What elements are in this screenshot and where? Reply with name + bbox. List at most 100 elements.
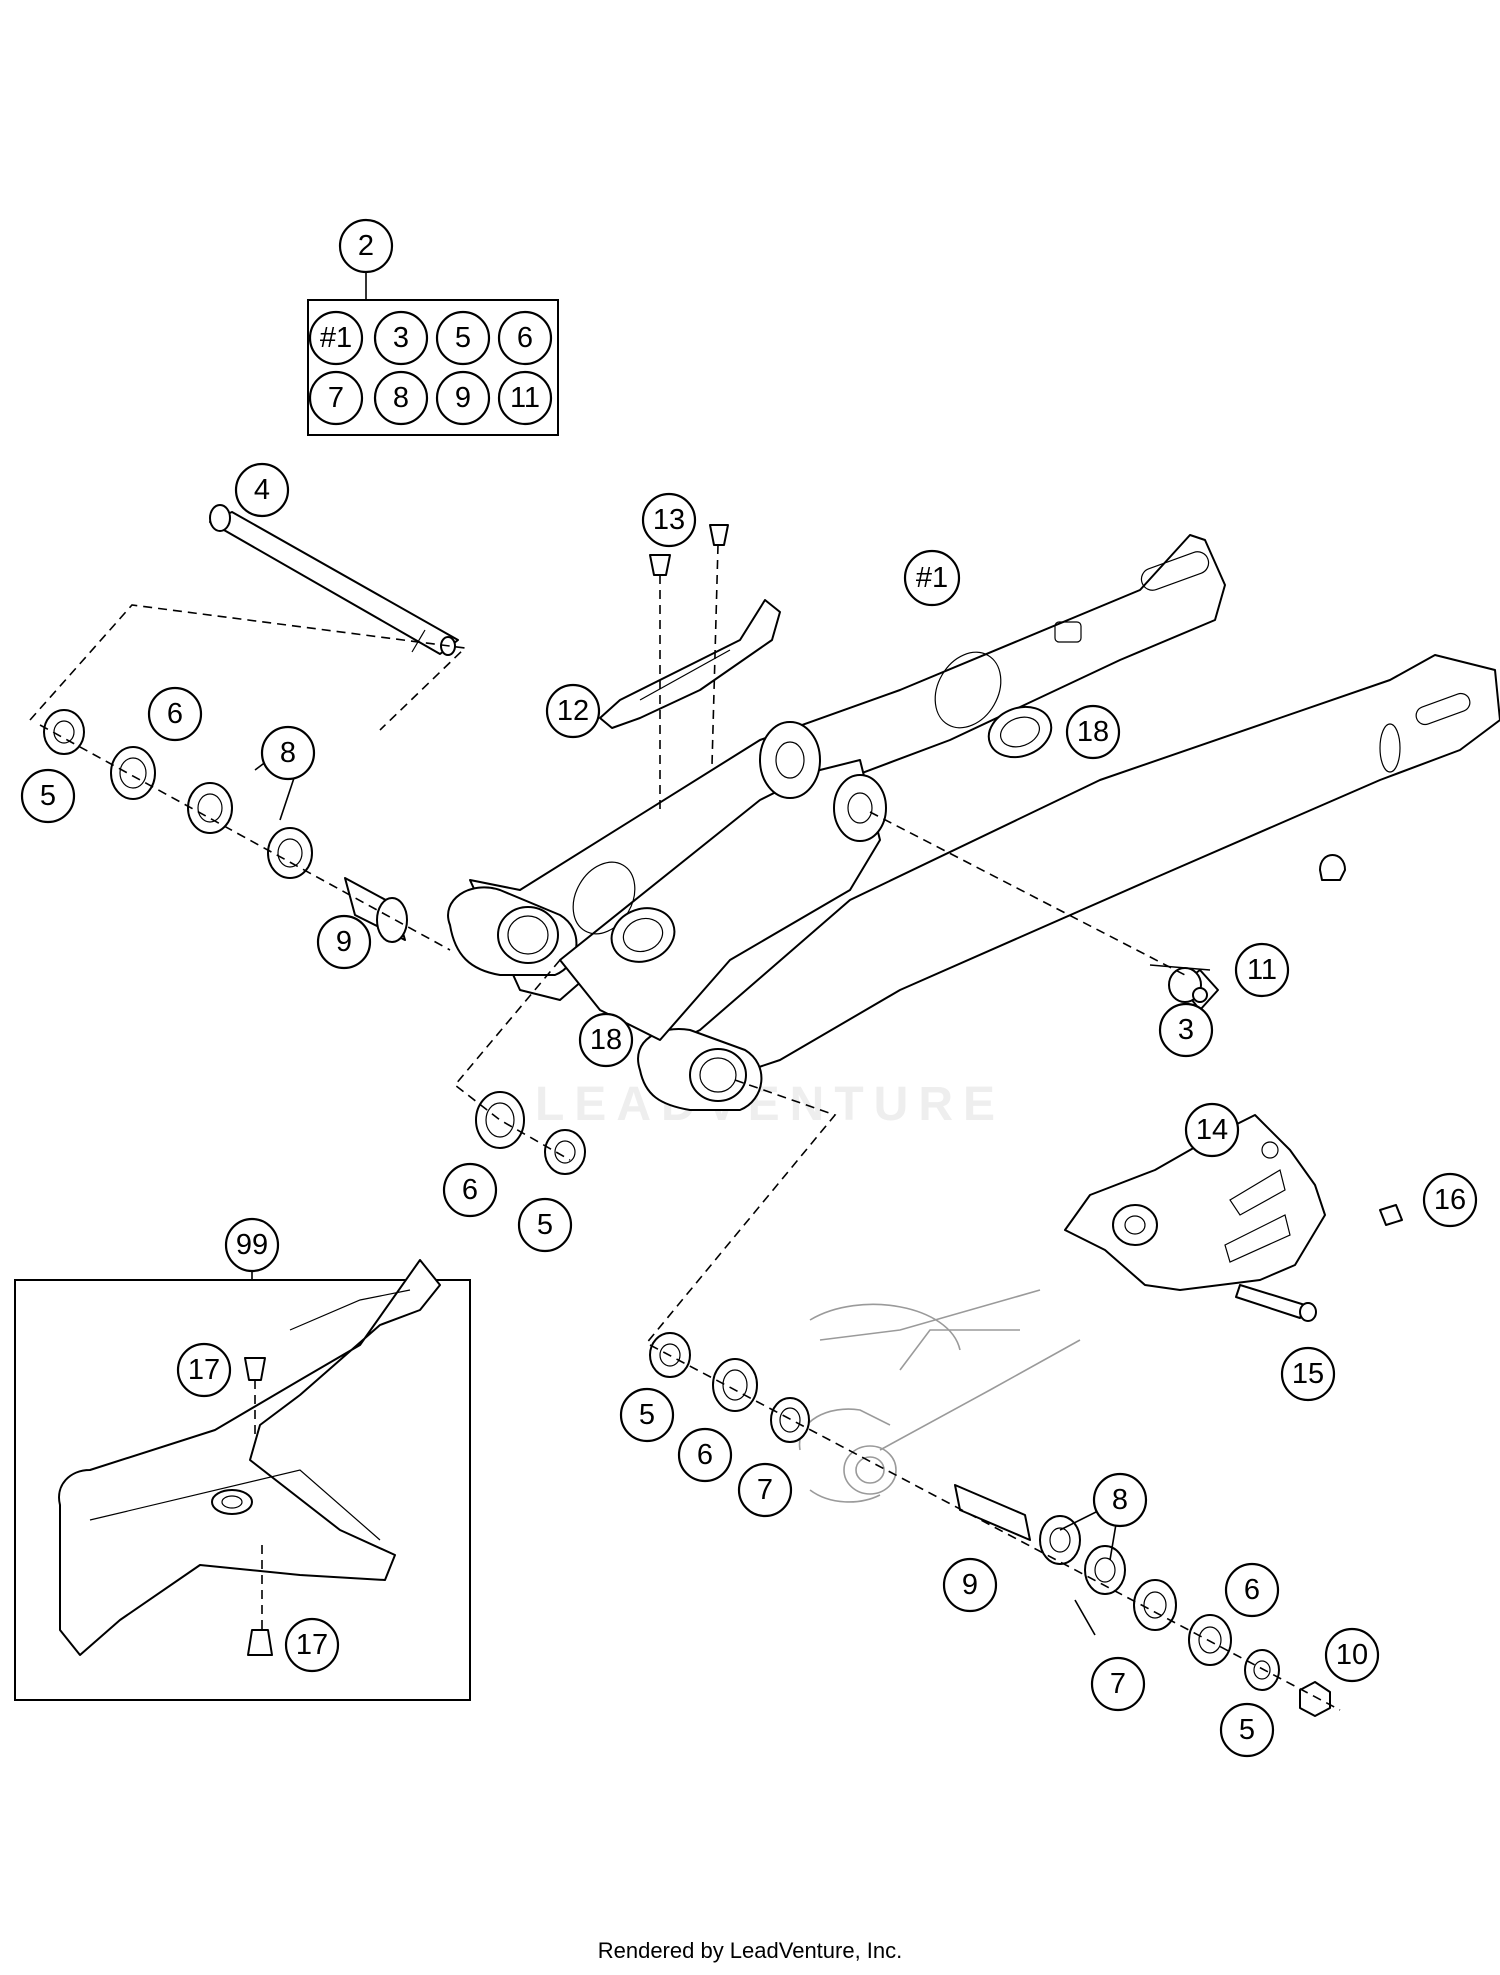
guide-nut-16 [1379,1204,1403,1226]
callout-9-right: 9 [942,1557,998,1613]
callout-10: 10 [1324,1627,1380,1683]
svg-text:5: 5 [40,780,56,812]
swingarm-body [447,534,1500,1111]
callout-7-right: 7 [737,1462,793,1518]
callout-11: 11 [1234,942,1290,998]
callout-6-left: 6 [147,686,203,742]
svg-text:#1: #1 [916,562,948,594]
svg-text:2: 2 [358,230,374,262]
svg-text:5: 5 [537,1209,553,1241]
svg-text:6: 6 [517,322,533,354]
kit-content-callout: 11 [497,370,553,426]
callout-6-mid: 6 [442,1162,498,1218]
svg-text:5: 5 [639,1399,655,1431]
callout-3: 3 [1158,1002,1214,1058]
svg-text:6: 6 [462,1174,478,1206]
kit-content-callout: 9 [435,370,491,426]
callout-8-left: 8 [260,725,316,781]
callout-16: 16 [1422,1172,1478,1228]
callout-6b-right: 6 [1224,1562,1280,1618]
rubber-insert-bottom [610,907,676,963]
swingarm-ghost [798,1289,1081,1503]
svg-text:5: 5 [455,322,471,354]
svg-text:3: 3 [393,322,409,354]
callout-7b-right: 7 [1090,1656,1146,1712]
kit-content-callout: #1 [308,310,364,366]
callout-12: 12 [545,683,601,739]
callout-swingarm: #1 [903,549,961,607]
callout-5-left: 5 [20,768,76,824]
callout-17-top: 17 [176,1342,232,1398]
watermark-text: LEADVENTURE [535,1078,1005,1131]
swingarm-axle [209,504,459,656]
svg-text:#1: #1 [320,322,352,354]
callout-5-right: 5 [619,1387,675,1443]
svg-text:9: 9 [455,382,471,414]
svg-text:9: 9 [336,926,352,958]
svg-text:18: 18 [590,1024,622,1056]
guide-bolt-15 [1235,1284,1317,1322]
callout-18-bottom: 18 [578,1012,634,1068]
svg-text:6: 6 [1244,1574,1260,1606]
guide-screws [649,524,729,810]
svg-text:12: 12 [557,695,589,727]
callout-8-right: 8 [1092,1472,1148,1528]
svg-text:16: 16 [1434,1184,1466,1216]
callout-18-top: 18 [1065,704,1121,760]
callout-9-left: 9 [316,914,372,970]
svg-text:17: 17 [188,1354,220,1386]
right-stack-alignment-line [649,1344,1341,1711]
svg-text:8: 8 [1112,1484,1128,1516]
svg-text:99: 99 [236,1229,268,1261]
svg-text:7: 7 [1110,1668,1126,1700]
svg-text:8: 8 [393,382,409,414]
svg-text:6: 6 [697,1439,713,1471]
svg-text:7: 7 [328,382,344,414]
kit-content-callout: 5 [435,310,491,366]
rubber-insert-top [987,705,1053,759]
callout-14: 14 [1184,1102,1240,1158]
svg-text:14: 14 [1196,1114,1228,1146]
kit-content-callout: 6 [497,310,553,366]
callout-5b-right: 5 [1219,1702,1275,1758]
footer-credit: Rendered by LeadVenture, Inc. [597,1938,903,1963]
svg-text:13: 13 [653,504,685,536]
svg-text:5: 5 [1239,1714,1255,1746]
kit-content-callout: 8 [373,370,429,426]
middle-seal-stack [475,1091,586,1175]
svg-text:9: 9 [962,1569,978,1601]
chain-guide [1064,1114,1326,1291]
svg-text:8: 8 [280,737,296,769]
svg-text:15: 15 [1292,1358,1324,1390]
axle-alignment-line [29,604,467,731]
svg-text:7: 7 [757,1474,773,1506]
mid-alignment-line [453,959,571,1161]
callout-15: 15 [1280,1346,1336,1402]
callout-99: 99 [224,1217,280,1273]
svg-text:11: 11 [510,382,540,414]
svg-text:10: 10 [1336,1639,1368,1671]
repair-kit-box [307,272,559,436]
callout-13: 13 [641,492,697,548]
right-alignment-line [644,1079,837,1346]
svg-text:6: 6 [167,698,183,730]
callout-6-right: 6 [677,1427,733,1483]
kit-content-callout: 3 [373,310,429,366]
svg-text:11: 11 [1247,954,1277,986]
left-stack-alignment-line [39,724,451,951]
chain-slider-part [58,1259,441,1656]
cap-plug-11 [1192,987,1208,1003]
svg-text:18: 18 [1077,716,1109,748]
svg-text:3: 3 [1178,1014,1194,1046]
svg-text:17: 17 [296,1629,328,1661]
callout-4: 4 [234,462,290,518]
right-bearing-stack [649,1332,1331,1717]
callout-17-bottom: 17 [284,1617,340,1673]
callout-5-mid: 5 [517,1197,573,1253]
kit-content-callout: 7 [308,370,364,426]
chain-slider-bracket [599,599,781,729]
slider-screws [244,1357,273,1656]
svg-text:4: 4 [254,474,270,506]
callout-2: 2 [338,218,394,274]
